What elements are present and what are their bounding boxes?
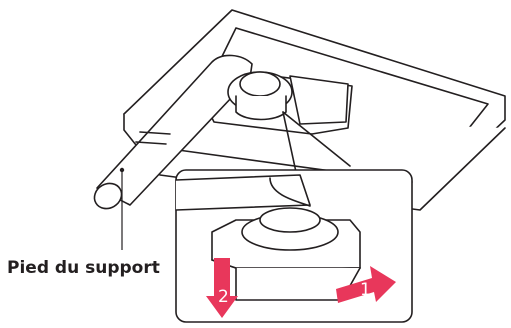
callout-label: Pied du support <box>7 258 160 278</box>
detail-stand-body <box>176 175 310 210</box>
step-2-number: 2 <box>218 287 229 307</box>
step-1-number: 1 <box>360 280 371 300</box>
